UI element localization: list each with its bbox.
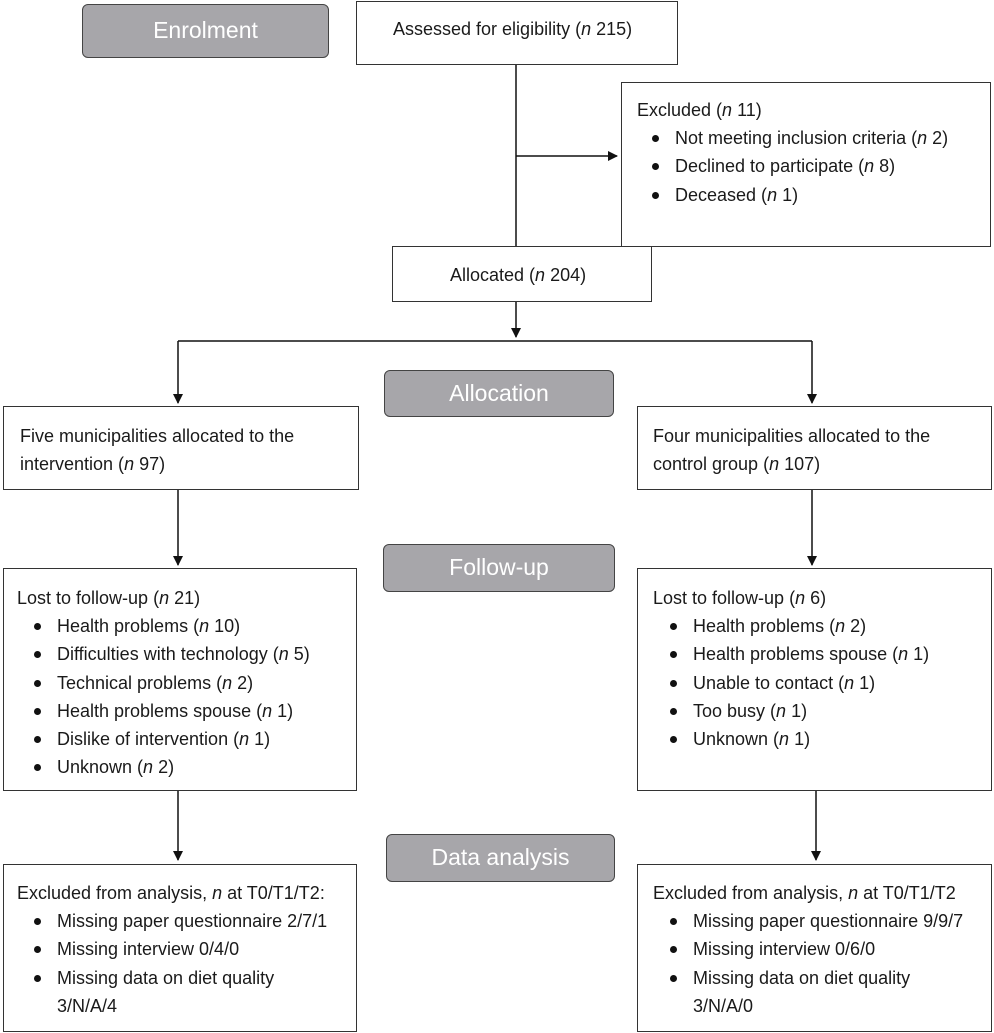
stage-followup-label: Follow-up <box>449 554 549 580</box>
list-item: Missing data on diet quality 3/N/A/0 <box>651 964 933 1021</box>
analysis-right-list: Missing paper questionnaire 9/9/7 Missin… <box>651 907 991 1020</box>
excluded-list: Not meeting inclusion criteria (n 2) Dec… <box>633 124 990 209</box>
intervention-box: Five municipalities allocated to the int… <box>3 406 359 490</box>
list-item: Missing paper questionnaire 2/7/1 <box>15 907 356 935</box>
assessed-box: Assessed for eligibility (n 215) <box>356 1 678 65</box>
excluded-title: Excluded (n 11) <box>637 100 762 120</box>
lost-right-list: Health problems (n 2) Health problems sp… <box>651 612 991 753</box>
list-item: Deceased (n 1) <box>633 181 990 209</box>
lost-right-title: Lost to follow-up (n 6) <box>653 588 827 608</box>
allocated-box: Allocated (n 204) <box>392 246 652 302</box>
list-item: Health problems spouse (n 1) <box>15 697 356 725</box>
list-item: Unknown (n 1) <box>651 725 991 753</box>
lost-followup-intervention-box: Lost to follow-up (n 21) Health problems… <box>3 568 357 791</box>
allocated-text: Allocated (n 204) <box>450 265 587 285</box>
list-item: Difficulties with technology (n 5) <box>15 640 356 668</box>
stage-analysis-label: Data analysis <box>431 844 570 870</box>
stage-followup: Follow-up <box>383 544 615 592</box>
control-line2: control group (n 107) <box>653 454 821 474</box>
list-item: Too busy (n 1) <box>651 697 991 725</box>
analysis-right-title: Excluded from analysis, n at T0/T1/T2 <box>653 883 956 903</box>
list-item: Missing data on diet quality 3/N/A/4 <box>15 964 297 1021</box>
analysis-intervention-box: Excluded from analysis, n at T0/T1/T2: M… <box>3 864 357 1032</box>
lost-followup-control-box: Lost to follow-up (n 6) Health problems … <box>637 568 992 791</box>
stage-enrolment-label: Enrolment <box>153 17 258 43</box>
list-item: Unknown (n 2) <box>15 753 356 781</box>
list-item: Health problems (n 10) <box>15 612 356 640</box>
control-box: Four municipalities allocated to the con… <box>637 406 992 490</box>
assessed-text: Assessed for eligibility (n 215) <box>393 19 633 39</box>
list-item: Technical problems (n 2) <box>15 669 356 697</box>
intervention-line2: intervention (n 97) <box>20 454 166 474</box>
stage-allocation: Allocation <box>384 370 614 417</box>
stage-enrolment: Enrolment <box>82 4 329 58</box>
list-item: Missing paper questionnaire 9/9/7 <box>651 907 991 935</box>
list-item: Declined to participate (n 8) <box>633 152 990 180</box>
list-item: Missing interview 0/6/0 <box>651 935 991 963</box>
list-item: Health problems spouse (n 1) <box>651 640 991 668</box>
list-item: Dislike of intervention (n 1) <box>15 725 356 753</box>
intervention-line1: Five municipalities allocated to the <box>20 426 295 446</box>
stage-allocation-label: Allocation <box>449 380 549 406</box>
excluded-box: Excluded (n 11) Not meeting inclusion cr… <box>621 82 991 247</box>
control-line1: Four municipalities allocated to the <box>653 426 931 446</box>
lost-left-title: Lost to follow-up (n 21) <box>17 588 201 608</box>
analysis-control-box: Excluded from analysis, n at T0/T1/T2 Mi… <box>637 864 992 1032</box>
lost-left-list: Health problems (n 10) Difficulties with… <box>15 612 356 782</box>
list-item: Not meeting inclusion criteria (n 2) <box>633 124 990 152</box>
stage-analysis: Data analysis <box>386 834 615 882</box>
list-item: Unable to contact (n 1) <box>651 669 991 697</box>
analysis-left-title: Excluded from analysis, n at T0/T1/T2: <box>17 883 325 903</box>
analysis-left-list: Missing paper questionnaire 2/7/1 Missin… <box>15 907 356 1020</box>
list-item: Missing interview 0/4/0 <box>15 935 356 963</box>
list-item: Health problems (n 2) <box>651 612 991 640</box>
